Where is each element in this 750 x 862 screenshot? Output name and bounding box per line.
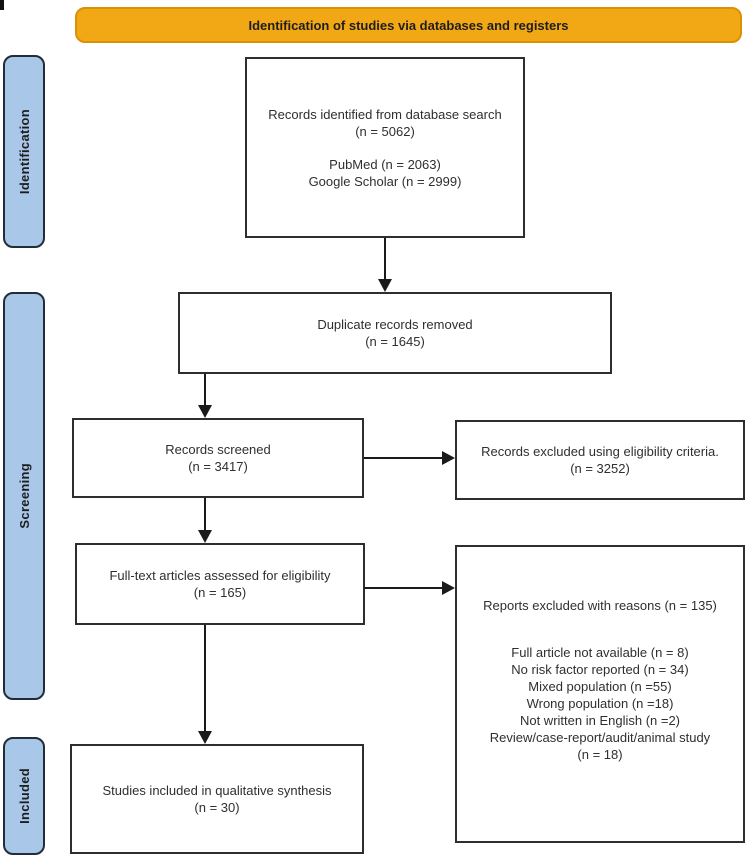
box-text-line: Review/case-report/audit/animal study bbox=[489, 730, 711, 745]
arrow-down-duplicates-to-screened bbox=[198, 374, 212, 418]
box-text-line: Full article not available (n = 8) bbox=[511, 645, 689, 660]
box-text-line: (n = 30) bbox=[194, 800, 240, 815]
arrow-shaft bbox=[364, 587, 442, 589]
corner-artifact bbox=[0, 0, 4, 10]
flow-box-reports-excluded: Reports excluded with reasons (n = 135) … bbox=[455, 545, 745, 843]
arrow-shaft bbox=[204, 374, 206, 405]
box-text-line: Records screened bbox=[165, 442, 271, 457]
arrow-shaft bbox=[204, 498, 206, 530]
flow-box-fulltext-assessed: Full-text articles assessed for eligibil… bbox=[75, 543, 365, 625]
box-text-line: (n = 165) bbox=[193, 585, 247, 600]
arrow-down-screened-to-fulltext bbox=[198, 498, 212, 543]
arrowhead-right-icon bbox=[442, 581, 455, 595]
arrowhead-right-icon bbox=[442, 451, 455, 465]
arrow-shaft bbox=[364, 457, 442, 459]
flow-box-records-identified: Records identified from database search … bbox=[245, 57, 525, 238]
box-text-line: Wrong population (n =18) bbox=[526, 696, 674, 711]
stage-label-screening: Screening bbox=[3, 292, 45, 700]
box-text-line: Not written in English (n =2) bbox=[519, 713, 681, 728]
box-text-line: PubMed (n = 2063) bbox=[329, 156, 441, 172]
arrowhead-down-icon bbox=[198, 405, 212, 418]
arrow-down-identified-to-duplicates bbox=[378, 238, 392, 292]
stage-label-included-text: Included bbox=[16, 768, 32, 824]
arrowhead-down-icon bbox=[198, 731, 212, 744]
arrow-right-fulltext-to-reports-excluded bbox=[364, 581, 455, 595]
arrow-right-screened-to-excluded bbox=[364, 451, 455, 465]
box-text-line: Studies included in qualitative synthesi… bbox=[102, 783, 332, 798]
box-text-line: (n = 3252) bbox=[570, 461, 630, 476]
arrow-shaft bbox=[384, 238, 386, 279]
flow-box-duplicates-removed: Duplicate records removed (n = 1645) bbox=[178, 292, 612, 374]
box-text-line: (n = 1645) bbox=[365, 334, 425, 349]
flow-box-studies-included: Studies included in qualitative synthesi… bbox=[70, 744, 364, 854]
box-text-line: Full-text articles assessed for eligibil… bbox=[109, 568, 331, 583]
flow-box-records-excluded: Records excluded using eligibility crite… bbox=[455, 420, 745, 500]
arrow-shaft bbox=[204, 625, 206, 731]
box-text-line: Duplicate records removed bbox=[317, 317, 473, 332]
arrowhead-down-icon bbox=[198, 530, 212, 543]
box-text-line: No risk factor reported (n = 34) bbox=[511, 662, 689, 677]
box-text-line: (n = 3417) bbox=[188, 459, 248, 474]
stage-label-screening-text: Screening bbox=[16, 463, 32, 529]
box-text-line: Mixed population (n =55) bbox=[528, 679, 672, 694]
box-text-line: Reports excluded with reasons (n = 135) bbox=[483, 598, 717, 613]
diagram-title-text: Identification of studies via databases … bbox=[248, 17, 569, 33]
stage-label-included: Included bbox=[3, 737, 45, 855]
box-text-line: Records identified from database search bbox=[268, 106, 502, 122]
box-text-line: Google Scholar (n = 2999) bbox=[308, 173, 462, 189]
stage-label-identification: Identification bbox=[3, 55, 45, 248]
arrow-down-fulltext-to-included bbox=[198, 625, 212, 744]
box-text-line: Records excluded using eligibility crite… bbox=[481, 444, 719, 459]
flow-box-records-screened: Records screened (n = 3417) bbox=[72, 418, 364, 498]
diagram-title-banner: Identification of studies via databases … bbox=[75, 7, 742, 43]
box-text-line: (n = 18) bbox=[577, 747, 623, 762]
box-text-line: (n = 5062) bbox=[355, 123, 415, 139]
arrowhead-down-icon bbox=[378, 279, 392, 292]
stage-label-identification-text: Identification bbox=[16, 108, 32, 195]
